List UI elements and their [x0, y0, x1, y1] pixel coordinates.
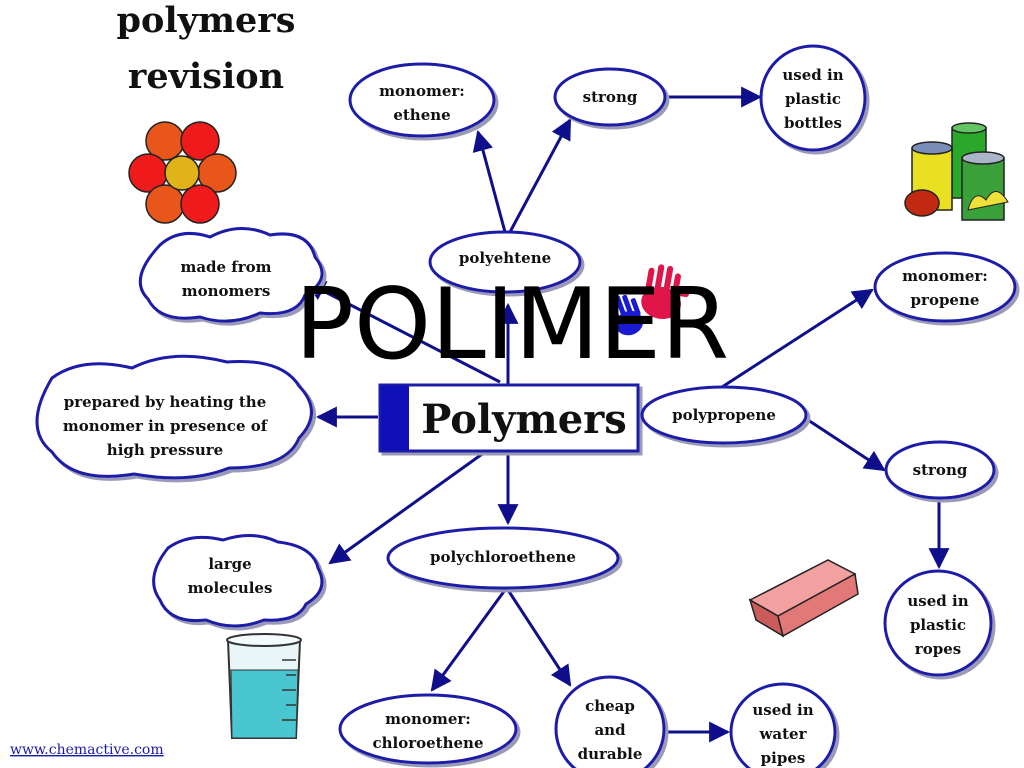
node-monomer-propene-line-1: monomer: [902, 267, 988, 285]
node-polychloroethene-label: polychloroethene [430, 548, 576, 566]
node-monomer-ethene-line-2: ethene [393, 106, 450, 124]
node-made-from-monomers-line-1: made from [180, 258, 271, 276]
node-polychloroethene: polychloroethene [386, 526, 620, 590]
node-polypropene-label: polypropene [672, 406, 776, 424]
node-large-molecules: large molecules [152, 534, 324, 628]
node-prepared-by-heating-line-1: prepared by heating the [64, 393, 267, 411]
node-used-plastic-ropes: used in plastic ropes [883, 569, 993, 677]
node-large-molecules-line-1: large [208, 555, 251, 573]
node-prepared-by-heating-line-2: monomer in presence of [63, 417, 269, 435]
node-strong-right: strong [884, 440, 996, 500]
title-line-1: polymers [117, 0, 296, 41]
node-used-water-pipes-line-1: used in [752, 701, 813, 719]
node-used-water-pipes: used in water pipes [729, 682, 837, 768]
node-strong-right-label: strong [913, 461, 968, 479]
node-used-plastic-ropes-line-1: used in [907, 592, 968, 610]
node-prepared-by-heating: prepared by heating the monomer in prese… [35, 354, 313, 480]
central-node-polymers: Polymers [378, 383, 640, 453]
node-made-from-monomers-line-2: monomers [182, 282, 271, 300]
node-cheap-durable-line-2: and [594, 721, 626, 739]
node-used-plastic-ropes-line-2: plastic [910, 616, 966, 634]
title-line-2: revision [128, 56, 284, 97]
paint-cans-icon [904, 122, 1009, 221]
overlay-title: POLIMER [295, 268, 729, 382]
node-monomer-chloroethene-line-1: monomer: [385, 710, 471, 728]
central-label: Polymers [421, 396, 627, 443]
node-cheap-durable-line-3: durable [578, 745, 643, 763]
node-monomer-propene-line-2: propene [911, 291, 980, 309]
beaker-icon [226, 633, 302, 739]
node-used-plastic-bottles-line-1: used in [782, 66, 843, 84]
molecule-icon [128, 121, 237, 224]
node-used-plastic-bottles-line-3: bottles [784, 114, 842, 132]
node-monomer-propene: monomer: propene [873, 251, 1017, 323]
node-used-plastic-bottles: used in plastic bottles [759, 44, 867, 152]
node-monomer-ethene: monomer: ethene [348, 62, 496, 138]
node-prepared-by-heating-line-3: high pressure [107, 441, 223, 459]
node-monomer-chloroethene-line-2: chloroethene [372, 734, 483, 752]
source-link[interactable]: www.chemactive.com [10, 742, 164, 758]
handprint-icon [610, 264, 690, 336]
node-monomer-ethene-line-1: monomer: [379, 82, 465, 100]
node-polyethene-label: polyehtene [459, 249, 551, 267]
node-used-water-pipes-line-3: pipes [761, 749, 806, 767]
node-used-plastic-bottles-line-2: plastic [785, 90, 841, 108]
node-used-plastic-ropes-line-3: ropes [915, 640, 961, 658]
node-made-from-monomers: made from monomers [138, 226, 324, 323]
node-polyethene: polyehtene [428, 230, 582, 294]
connector-lines [304, 86, 950, 743]
node-large-molecules-line-2: molecules [188, 579, 273, 597]
node-polypropene: polypropene [640, 385, 808, 445]
node-strong-top-label: strong [583, 88, 638, 106]
node-used-water-pipes-line-2: water [758, 725, 807, 743]
node-cheap-durable-line-1: cheap [585, 697, 635, 715]
node-cheap-durable: cheap and durable [554, 675, 666, 768]
node-strong-top: strong [553, 67, 667, 127]
eraser-icon [748, 559, 859, 638]
node-monomer-chloroethene: monomer: chloroethene [338, 693, 518, 765]
